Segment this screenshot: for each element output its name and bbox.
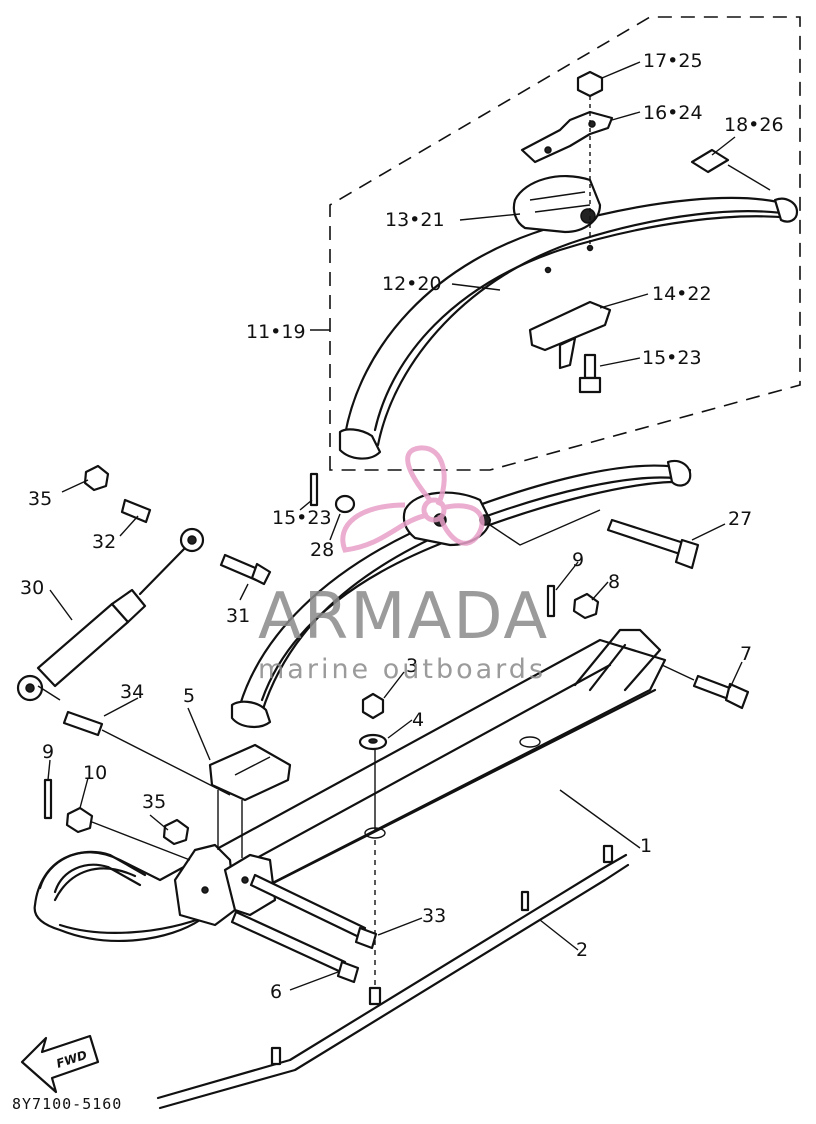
bolt-7	[661, 664, 750, 710]
callout-2: 2	[576, 939, 588, 961]
leader-lines	[47, 61, 743, 991]
callout-10: 10	[83, 762, 107, 784]
callout-14-22: 14•22	[652, 283, 712, 305]
bolt-31	[219, 553, 272, 586]
nut-10	[65, 806, 191, 861]
callout-3: 3	[406, 655, 418, 677]
nut-3	[361, 692, 385, 720]
washer-4	[358, 733, 388, 751]
diagram-part-code: 8Y7100-5160	[12, 1095, 122, 1113]
callout-5: 5	[183, 685, 195, 707]
armada-watermark: ARMADA marine outboards	[258, 445, 549, 685]
callout-29: 15•23	[272, 507, 332, 529]
callout-8: 8	[608, 571, 620, 593]
collar-32	[120, 498, 152, 524]
callout-17-25: 17•25	[643, 50, 703, 72]
spring-plate-16	[520, 110, 614, 164]
callout-32: 32	[92, 531, 116, 553]
bolt-15	[578, 353, 602, 394]
callout-33: 33	[422, 905, 446, 927]
assembly-line-5	[217, 790, 243, 858]
callout-4: 4	[412, 709, 424, 731]
runner-2	[156, 844, 630, 1110]
pin-9-bottom	[43, 778, 53, 820]
spring-seat-14	[528, 300, 612, 370]
nut-35-bottom	[162, 818, 190, 846]
nut-17	[576, 70, 604, 98]
callout-9-bottom: 9	[42, 741, 54, 763]
callout-30: 30	[20, 577, 44, 599]
callout-34: 34	[120, 681, 144, 703]
assembly-line-27	[489, 509, 601, 546]
pin-29	[309, 472, 319, 507]
callout-28: 28	[310, 539, 334, 561]
callout-6: 6	[270, 981, 282, 1003]
callout-18-26: 18•26	[724, 114, 784, 136]
callout-11-19: 11•19	[246, 321, 306, 343]
bolt-6	[230, 910, 360, 984]
shock-absorber-30	[16, 527, 205, 702]
watermark-title: ARMADA	[258, 580, 549, 654]
bolt-27	[606, 518, 700, 570]
callout-15-23: 15•23	[642, 347, 702, 369]
spring-clamp-13	[512, 175, 602, 234]
callout-35-top: 35	[28, 488, 52, 510]
pin-9-top	[546, 584, 556, 618]
rear-handle	[573, 628, 662, 692]
bolt-33	[249, 873, 378, 950]
callout-35-bottom: 35	[142, 791, 166, 813]
spring-holder-5	[208, 743, 292, 802]
callout-13-21: 13•21	[385, 209, 445, 231]
nut-35-top	[83, 464, 110, 492]
leaf-spring-group-boundary	[329, 16, 801, 471]
forward-direction-arrow: FWD	[20, 1034, 100, 1094]
front-bumper	[38, 850, 147, 894]
callout-16-24: 16•24	[643, 102, 703, 124]
armada-propeller-logo	[340, 445, 485, 553]
watermark-subtitle: marine outboards	[258, 654, 546, 685]
collar-28	[334, 494, 356, 514]
callout-27: 27	[728, 508, 752, 530]
callout-labels: 17•25 16•24 18•26 13•21 12•20 14•22 11•1…	[20, 50, 784, 1003]
collar-18	[690, 148, 771, 191]
callout-9-top: 9	[572, 549, 584, 571]
collar-34	[62, 710, 231, 796]
callout-7: 7	[740, 643, 752, 665]
upper-leaf-spring	[338, 196, 799, 460]
callout-12-20: 12•20	[382, 273, 442, 295]
callout-1: 1	[640, 835, 652, 857]
callout-31: 31	[226, 605, 250, 627]
